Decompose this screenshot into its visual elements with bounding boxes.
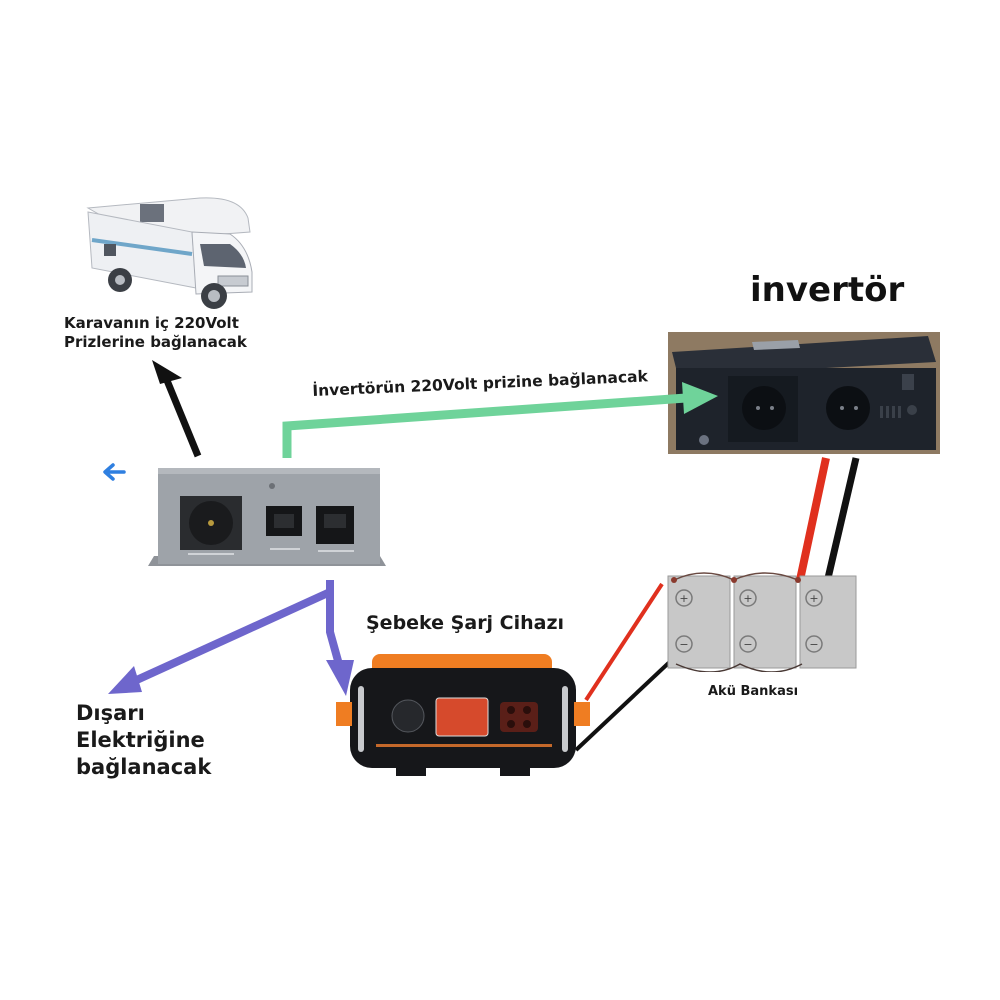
grid-label-line2: Elektriğine xyxy=(76,728,205,752)
arrow-to-caravan xyxy=(152,360,202,458)
grid-label-line1: Dışarı xyxy=(76,701,145,725)
battery-bank-title: Akü Bankası xyxy=(708,684,799,699)
inverter-red-cable xyxy=(796,457,830,581)
charger-red-cable xyxy=(584,582,664,702)
caravan-label-line2: Prizlerine bağlanacak xyxy=(64,333,247,351)
inverter-title: invertör xyxy=(750,270,905,310)
transfer-box xyxy=(140,456,392,580)
arrow-to-grid xyxy=(108,588,332,694)
caravan-icon xyxy=(86,197,253,309)
stray-arrow-icon xyxy=(103,463,126,481)
transfer-box-icon xyxy=(148,468,386,566)
arrow-to-inverter xyxy=(282,382,718,458)
battery-bank-icon: + − + − + − xyxy=(667,572,857,672)
arrow-to-charger xyxy=(326,580,354,696)
battery3-plus: + xyxy=(809,592,818,605)
charger-icon xyxy=(336,654,590,776)
battery1-minus: − xyxy=(679,638,688,651)
inverter-icon xyxy=(668,332,940,454)
battery2-plus: + xyxy=(743,592,752,605)
charger-black-cable xyxy=(574,654,678,752)
charger-title: Şebeke Şarj Cihazı xyxy=(366,612,565,634)
caravan-label: Karavanın iç 220Volt Prizlerine bağlanac… xyxy=(64,314,247,352)
caravan-label-line1: Karavanın iç 220Volt xyxy=(64,314,239,332)
battery3-minus: − xyxy=(809,638,818,651)
battery2-minus: − xyxy=(743,638,752,651)
battery1-plus: + xyxy=(679,592,688,605)
grid-label: Dışarı Elektriğine bağlanacak xyxy=(76,700,211,781)
grid-label-line3: bağlanacak xyxy=(76,755,212,779)
